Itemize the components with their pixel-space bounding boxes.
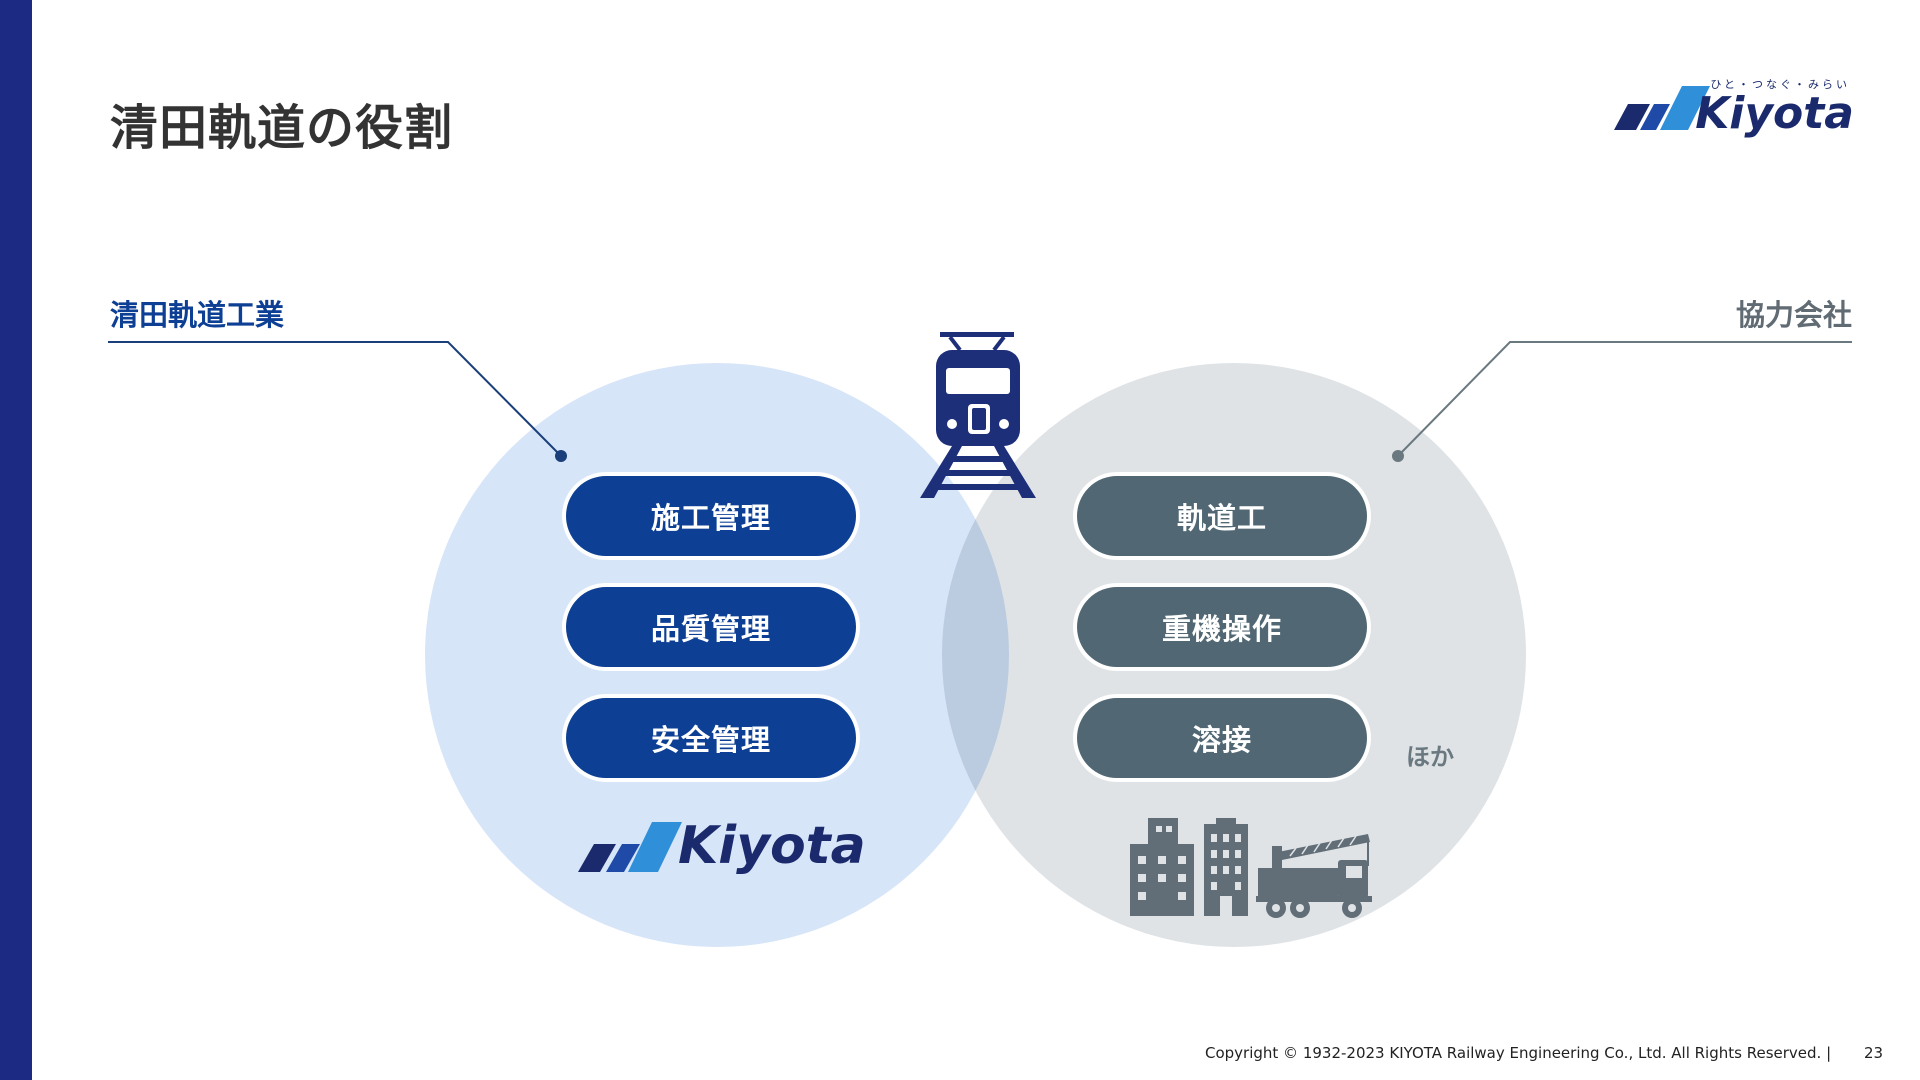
kiyota-logo-header: ひと・つなぐ・みらい Kiyota — [1614, 72, 1854, 142]
group-label-partners: 協力会社 — [1735, 298, 1852, 332]
crane-truck-icon — [1256, 834, 1372, 918]
logo-wordmark: Kiyota — [1695, 88, 1854, 139]
page-number: 23 — [1864, 1044, 1884, 1062]
role-pill-heavy-machinery: 重機操作 — [1073, 583, 1371, 671]
logo-tagline: ひと・つなぐ・みらい — [1710, 78, 1850, 91]
apartment-building-icon — [1204, 818, 1248, 916]
train-on-track-icon — [920, 332, 1036, 498]
right-connector-line — [1392, 341, 1852, 462]
kiyota-wordmark-bottom: Kiyota — [678, 816, 866, 876]
role-pill-welding: 溶接 — [1073, 694, 1371, 782]
role-pill-track-work: 軌道工 — [1073, 472, 1371, 560]
left-accent-bar — [0, 0, 32, 1080]
page-title: 清田軌道の役割 — [110, 100, 454, 156]
group-label-kiyota: 清田軌道工業 — [110, 298, 285, 332]
role-pill-construction-management: 施工管理 — [562, 472, 860, 560]
kiyota-logo-mark-icon — [578, 822, 682, 872]
role-pill-safety-management: 安全管理 — [562, 694, 860, 782]
others-note: ほか — [1406, 743, 1454, 771]
role-pill-quality-management: 品質管理 — [562, 583, 860, 671]
copyright-text: Copyright © 1932-2023 KIYOTA Railway Eng… — [1205, 1044, 1832, 1062]
office-building-icon — [1130, 818, 1194, 916]
kiyota-logo-mark-icon — [1614, 86, 1710, 130]
left-connector-line — [108, 341, 567, 462]
